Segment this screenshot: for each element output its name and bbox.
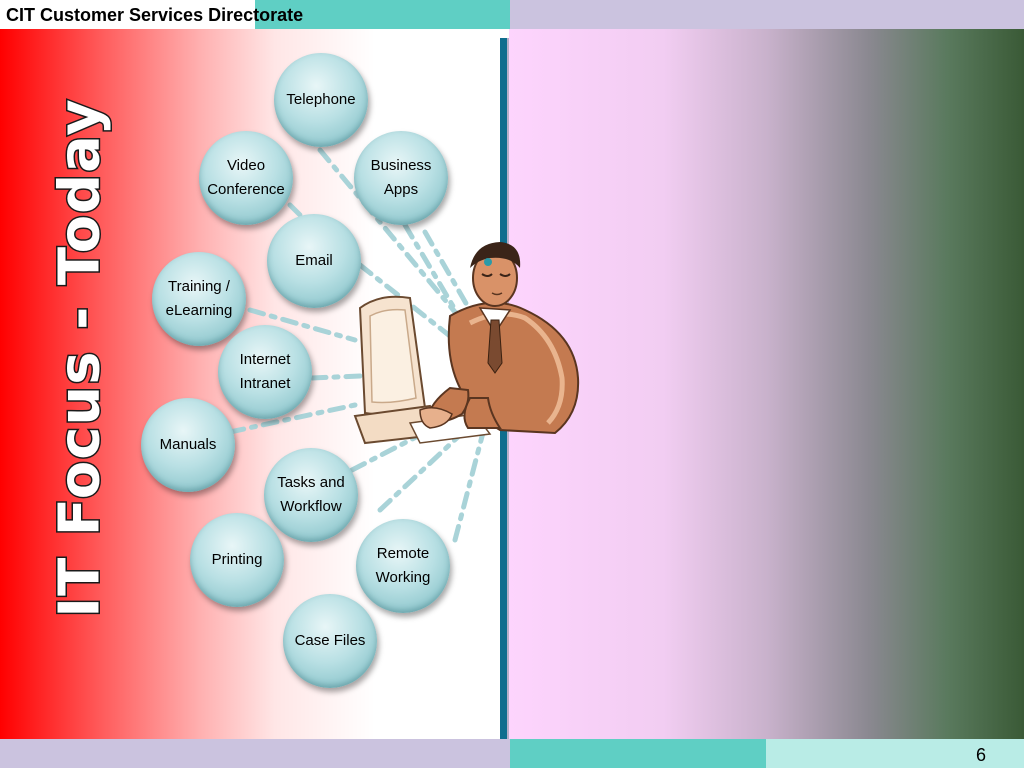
bubble-case-files: Case Files [283, 594, 377, 688]
page-number: 6 [975, 745, 986, 765]
man-at-computer-icon [353, 242, 580, 445]
right-panel [509, 29, 1024, 739]
bubble-training-elearning: Training /eLearning [152, 252, 246, 346]
header-title: CIT Customer Services Directorate [6, 5, 304, 25]
bubble-manuals: Manuals [141, 398, 235, 492]
footer-band-teal [510, 739, 766, 768]
bubble-email: Email [267, 214, 361, 308]
header-band-lavender [510, 0, 1024, 29]
bubble-telephone: Telephone [274, 53, 368, 147]
bubble-printing: Printing [190, 513, 284, 607]
footer-band-lavender [0, 739, 510, 768]
footer-band-light [766, 739, 1024, 768]
header-title-box: CIT Customer Services Directorate [0, 0, 303, 29]
